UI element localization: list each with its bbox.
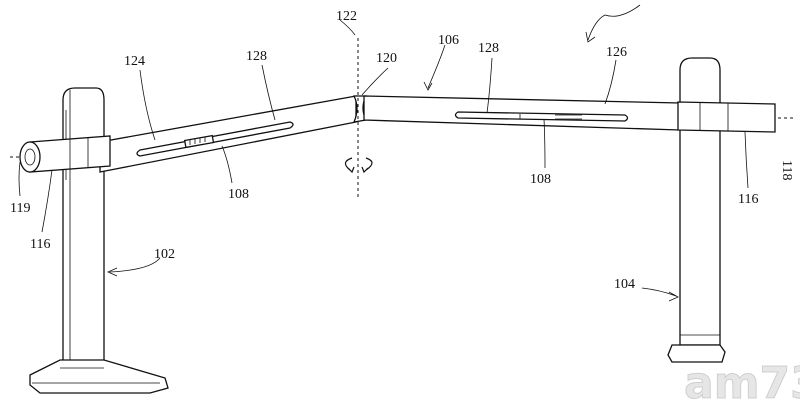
- rotation-arrow-icon: [344, 157, 373, 174]
- left-cap: [19, 135, 111, 173]
- label-126: 126: [606, 45, 627, 60]
- right-cap: [677, 101, 776, 133]
- leader-lines: [18, 4, 749, 302]
- label-104: 104: [614, 277, 635, 292]
- label-106: 106: [438, 33, 459, 48]
- label-116-left: 116: [30, 237, 50, 252]
- label-122: 122: [336, 9, 357, 24]
- label-118: 118: [779, 160, 794, 180]
- label-102: 102: [154, 247, 175, 262]
- label-120: 120: [376, 51, 397, 66]
- label-119: 119: [10, 201, 30, 216]
- watermark: am730: [684, 358, 800, 409]
- left-arm-segment: [99, 95, 357, 173]
- label-108-right: 108: [530, 172, 551, 187]
- label-116-right: 116: [738, 192, 758, 207]
- right-arm-segment: [363, 95, 681, 131]
- label-128-left: 128: [246, 49, 267, 64]
- label-128-right: 128: [478, 41, 499, 56]
- label-124: 124: [124, 54, 145, 69]
- label-108-left: 108: [228, 187, 249, 202]
